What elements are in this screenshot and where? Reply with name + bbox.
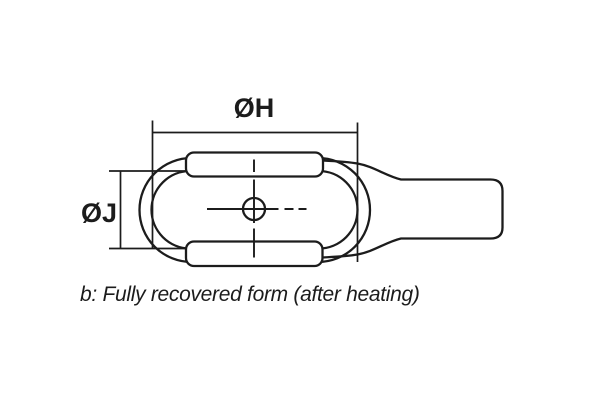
drawing-lines bbox=[109, 120, 504, 268]
dim-h-lines bbox=[151, 120, 359, 262]
dim-j-label: ØJ bbox=[81, 198, 117, 228]
figure-caption: b: Fully recovered form (after heating) bbox=[80, 283, 420, 306]
dim-h-label: ØH bbox=[234, 93, 275, 123]
dim-j-lines bbox=[109, 170, 186, 250]
dimension-lines bbox=[109, 120, 359, 262]
sleeve-tail-outline bbox=[322, 159, 504, 259]
center-circle bbox=[241, 196, 267, 222]
center-mark bbox=[207, 159, 307, 258]
